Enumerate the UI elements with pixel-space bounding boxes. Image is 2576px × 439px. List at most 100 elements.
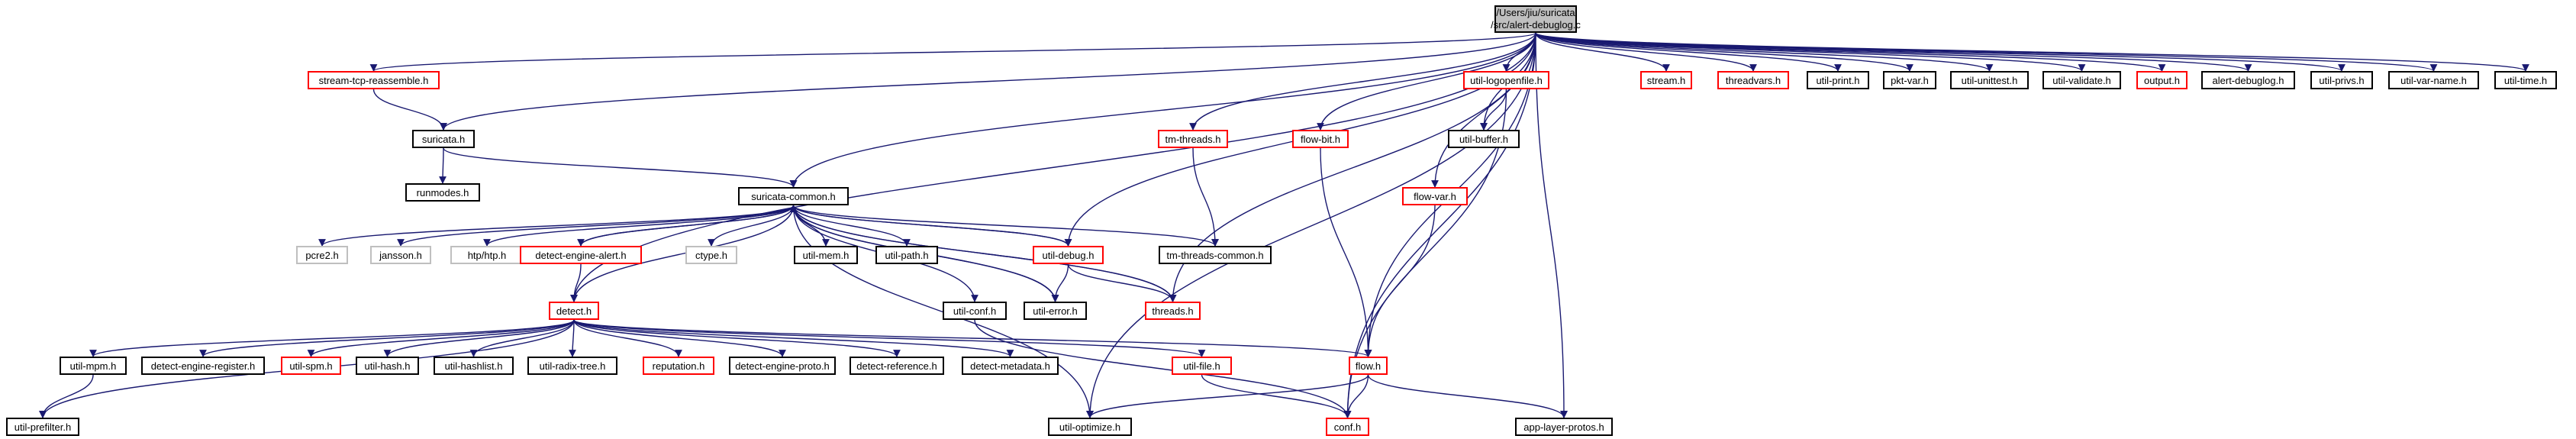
node-util-mem[interactable]: util-mem.h [794, 246, 858, 264]
node-label: detect-reference.h [856, 360, 937, 372]
node-util-error[interactable]: util-error.h [1024, 302, 1087, 320]
edge-detect-to-flow [573, 319, 1372, 357]
node-label: conf.h [1333, 421, 1362, 433]
node-label: suricata.h [421, 133, 466, 145]
edge-threads-to-suricata-common [789, 205, 1174, 302]
node-util-spm[interactable]: util-spm.h [281, 357, 341, 375]
node-label: detect-engine-register.h [150, 360, 256, 372]
edge-root-to-suricata [440, 32, 1536, 131]
node-util-mpm[interactable]: util-mpm.h [60, 357, 127, 375]
edge-flow-to-app-layer-protos [1367, 374, 1568, 418]
node-label: threads.h [1152, 305, 1194, 317]
node-flow-bit[interactable]: flow-bit.h [1292, 130, 1349, 148]
node-util-buffer[interactable]: util-buffer.h [1448, 130, 1520, 148]
node-threads[interactable]: threads.h [1145, 302, 1201, 320]
node-util-privs[interactable]: util-privs.h [2310, 71, 2373, 89]
node-detect-engine-proto[interactable]: detect-engine-proto.h [729, 357, 836, 375]
node-stream[interactable]: stream.h [1640, 71, 1692, 89]
node-label: util-conf.h [953, 305, 997, 317]
edge-suricata-common-to-tm-threads-common [792, 205, 1219, 247]
node-util-file[interactable]: util-file.h [1172, 357, 1232, 375]
node-label: util-logopenfile.h [1470, 74, 1543, 86]
edge-root-to-suricata-common [789, 32, 1536, 188]
edge-detect-to-detect-reference [573, 319, 901, 357]
node-label: tm-threads.h [1165, 133, 1221, 145]
node-app-layer-protos[interactable]: app-layer-protos.h [1515, 418, 1613, 436]
node-stream-tcp[interactable]: stream-tcp-reassemble.h [308, 71, 440, 89]
node-ctype: ctype.h [685, 246, 737, 264]
node-label: util-error.h [1033, 305, 1078, 317]
node-util-prefilter[interactable]: util-prefilter.h [6, 418, 79, 436]
node-detect-engine-register[interactable]: detect-engine-register.h [141, 357, 265, 375]
node-util-print[interactable]: util-print.h [1807, 71, 1869, 89]
edge-root-to-util-validate [1535, 32, 2086, 72]
node-flow[interactable]: flow.h [1349, 357, 1388, 375]
edge-root-to-threadvars [1535, 32, 1757, 72]
node-htp: htp/htp.h [450, 246, 524, 264]
node-util-debug[interactable]: util-debug.h [1033, 246, 1104, 264]
node-util-logopenfile[interactable]: util-logopenfile.h [1463, 71, 1549, 89]
node-util-hashlist[interactable]: util-hashlist.h [434, 357, 514, 375]
edge-util-debug-to-util-error [1051, 263, 1069, 302]
node-label: detect-metadata.h [970, 360, 1050, 372]
node-label: pkt-var.h [1891, 74, 1929, 86]
node-label: runmodes.h [416, 186, 469, 199]
edge-detect-to-util-spm [307, 319, 575, 357]
node-tm-threads[interactable]: tm-threads.h [1158, 130, 1228, 148]
node-util-validate[interactable]: util-validate.h [2042, 71, 2121, 89]
node-util-conf[interactable]: util-conf.h [943, 302, 1007, 320]
node-flow-var[interactable]: flow-var.h [1402, 187, 1468, 205]
node-detect-metadata[interactable]: detect-metadata.h [962, 357, 1059, 375]
node-util-path[interactable]: util-path.h [875, 246, 938, 264]
node-output[interactable]: output.h [2136, 71, 2188, 89]
node-label: util-time.h [2503, 74, 2548, 86]
edge-detect-to-util-hash [383, 319, 575, 357]
edge-root-to-util-print [1535, 32, 1842, 72]
node-label: stream-tcp-reassemble.h [318, 74, 429, 86]
edge-root-to-flow-bit [1317, 32, 1536, 131]
node-util-optimize[interactable]: util-optimize.h [1048, 418, 1132, 436]
edge-detect-to-detect-metadata [573, 319, 1014, 357]
dependency-edges [39, 32, 2529, 418]
edge-flow-to-conf [1343, 374, 1369, 418]
node-label: detect.h [556, 305, 592, 317]
node-util-hash[interactable]: util-hash.h [356, 357, 419, 375]
node-threadvars[interactable]: threadvars.h [1717, 71, 1789, 89]
node-label: util-hashlist.h [444, 360, 503, 372]
edge-root-to-app-layer-protos [1535, 32, 1568, 418]
node-label: jansson.h [379, 249, 422, 261]
edge-util-file-to-conf [1201, 374, 1352, 418]
node-reputation[interactable]: reputation.h [643, 357, 714, 375]
node-label: detect-engine-alert.h [535, 249, 627, 261]
node-conf[interactable]: conf.h [1326, 418, 1369, 436]
edge-util-debug-to-threads [1067, 263, 1177, 302]
node-suricata[interactable]: suricata.h [412, 130, 475, 148]
node-alert-debuglog[interactable]: alert-debuglog.h [2201, 71, 2295, 89]
node-label: detect-engine-proto.h [735, 360, 830, 372]
edge-suricata-common-to-util-path [792, 205, 911, 247]
node-detect-engine-alert[interactable]: detect-engine-alert.h [520, 246, 642, 264]
node-label: threadvars.h [1725, 74, 1781, 86]
node-label: util-var-name.h [2400, 74, 2467, 86]
node-label: pcre2.h [305, 249, 339, 261]
edge-suricata-common-to-util-optimize [792, 205, 1094, 418]
node-suricata-common[interactable]: suricata-common.h [738, 187, 849, 205]
node-detect-reference[interactable]: detect-reference.h [850, 357, 944, 375]
node-label: flow.h [1355, 360, 1381, 372]
node-pkt-var[interactable]: pkt-var.h [1883, 71, 1936, 89]
node-util-radix-tree[interactable]: util-radix-tree.h [527, 357, 617, 375]
node-detect[interactable]: detect.h [549, 302, 599, 320]
node-util-unittest[interactable]: util-unittest.h [1950, 71, 2029, 89]
node-label: suricata-common.h [751, 190, 836, 202]
node-tm-threads-common[interactable]: tm-threads-common.h [1159, 246, 1272, 264]
edge-root-to-pkt-var [1535, 32, 1913, 72]
node-util-var-name[interactable]: util-var-name.h [2388, 71, 2479, 89]
node-runmodes[interactable]: runmodes.h [405, 183, 480, 202]
edge-root-to-stream [1535, 32, 1670, 72]
node-label: flow-var.h [1414, 190, 1456, 202]
edge-detect-to-util-mpm [89, 319, 575, 357]
edge-root-to-util-unittest [1535, 32, 1994, 72]
node-jansson: jansson.h [370, 246, 431, 264]
node-util-time[interactable]: util-time.h [2494, 71, 2557, 89]
